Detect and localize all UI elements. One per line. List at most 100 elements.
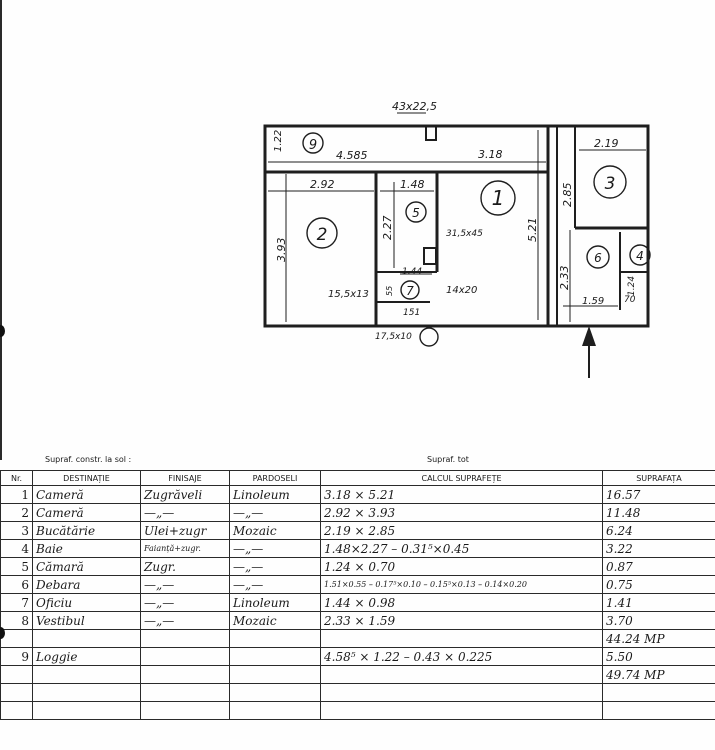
dim-camara-width: 70 [624, 295, 636, 305]
cell-suprafata: 1.41 [602, 593, 715, 612]
cell-nr [0, 701, 33, 720]
cell-destinatie: Oficiu [32, 593, 141, 612]
cell-calcul: 3.18 × 5.21 [320, 485, 603, 504]
cell-calcul [320, 701, 603, 720]
room-circle-7 [400, 280, 420, 300]
cell-nr: 8 [0, 611, 33, 630]
cell-destinatie: Vestibul [32, 611, 141, 630]
table-row: 44.24 MP [0, 629, 715, 648]
dim-loggia-length: 4.585 [336, 149, 368, 162]
cell-pardoseli: Linoleum [229, 593, 321, 612]
cell-pardoseli: Mozaic [229, 521, 321, 540]
cell-nr [0, 629, 33, 648]
cell-nr: 5 [0, 557, 33, 576]
table-row: 49.74 MP [0, 665, 715, 684]
header-destinatie: DESTINAȚIE [32, 470, 141, 486]
header-calcul: CALCUL SUPRAFEȚE [320, 470, 603, 486]
header-suprafata: SUPRAFAȚA [602, 470, 715, 486]
dim-room1-width: 3.18 [478, 148, 503, 161]
cell-finisaje: —„— [140, 575, 230, 594]
room-circle-8 [419, 327, 439, 347]
cell-finisaje: Zugrăveli [140, 485, 230, 504]
header-pardoseli: PARDOSELI [229, 470, 321, 486]
notch-room4 [423, 247, 437, 265]
area-table: Nr. DESTINAȚIE FINISAJE PARDOSELI CALCUL… [0, 470, 715, 720]
room-circle-2 [306, 217, 338, 249]
dim-room2-width: 2.92 [310, 178, 335, 191]
cell-pardoseli [229, 647, 321, 666]
cell-suprafata: 0.87 [602, 557, 715, 576]
cell-destinatie [32, 665, 141, 684]
cell-suprafata: 6.24 [602, 521, 715, 540]
cell-finisaje [140, 665, 230, 684]
room-number-3: 3 [605, 174, 616, 194]
room-circle-9 [302, 132, 324, 154]
cell-calcul: 1.48×2.27 – 0.31⁵×0.45 [320, 539, 603, 558]
cell-suprafata: 49.74 MP [602, 665, 715, 684]
cell-suprafata: 5.50 [602, 647, 715, 666]
room-circle-5 [629, 244, 651, 266]
cell-nr [0, 665, 33, 684]
cell-calcul [320, 665, 603, 684]
dim-room3-width: 2.19 [594, 137, 619, 150]
cell-pardoseli: —„— [229, 557, 321, 576]
cell-suprafata: 3.70 [602, 611, 715, 630]
cell-finisaje: —„— [140, 611, 230, 630]
room-number-6: 6 [594, 251, 602, 265]
dim-oficiu-width: 1.44 [402, 267, 422, 277]
cell-calcul: 2.19 × 2.85 [320, 521, 603, 540]
margin-blot [0, 627, 5, 639]
cell-finisaje: Zugr. [140, 557, 230, 576]
dim-loggia-depth: 1.22 [273, 130, 284, 152]
table-header-row: Nr. DESTINAȚIE FINISAJE PARDOSELI CALCUL… [0, 470, 715, 486]
dim-room4-depth: 2.27 [381, 216, 394, 241]
cell-finisaje [140, 647, 230, 666]
cell-destinatie: Cameră [32, 503, 141, 522]
notch-top [425, 125, 437, 141]
cell-finisaje: —„— [140, 593, 230, 612]
cell-suprafata: 16.57 [602, 485, 715, 504]
cell-finisaje [140, 683, 230, 702]
table-row [0, 701, 715, 720]
dim-debara-note: 17,5x10 [375, 332, 412, 342]
label-supraf-utila: Supraf. tot [427, 455, 469, 464]
cell-nr: 6 [0, 575, 33, 594]
margin-blot [0, 325, 5, 337]
dim-hall-depth: 2.33 [558, 266, 571, 291]
dim-room2-depth: 3.93 [275, 238, 288, 263]
table-row [0, 683, 715, 702]
room-circle-6 [586, 245, 610, 269]
cell-destinatie [32, 683, 141, 702]
cell-destinatie: Loggie [32, 647, 141, 666]
cell-calcul: 1.24 × 0.70 [320, 557, 603, 576]
cell-suprafata: 44.24 MP [602, 629, 715, 648]
page-edge-line [0, 0, 2, 460]
dim-debara-depth: 55 [385, 286, 394, 296]
cell-calcul: 4.58⁵ × 1.22 – 0.43 × 0.225 [320, 647, 603, 666]
dim-room1-depth: 5.21 [526, 218, 539, 243]
outer-wall [263, 124, 650, 328]
cell-finisaje [140, 701, 230, 720]
dim-hall-width: 1.59 [582, 296, 604, 307]
cell-calcul: 2.92 × 3.93 [320, 503, 603, 522]
cell-nr: 2 [0, 503, 33, 522]
dim-room4-width: 1.48 [400, 178, 425, 191]
cell-pardoseli [229, 629, 321, 648]
dim-stub-right: 14x20 [446, 285, 477, 296]
cell-calcul [320, 629, 603, 648]
room-circle-4 [405, 201, 427, 223]
cell-pardoseli: —„— [229, 503, 321, 522]
cell-nr: 1 [0, 485, 33, 504]
room-number-5: 4 [636, 249, 644, 263]
dim-notch4: 31,5x45 [446, 229, 483, 239]
room-number-2: 2 [317, 225, 328, 245]
dim-room3-depth: 2.85 [561, 183, 574, 208]
entrance-arrow-head [582, 326, 596, 346]
header-finisaje: FINISAJE [140, 470, 230, 486]
